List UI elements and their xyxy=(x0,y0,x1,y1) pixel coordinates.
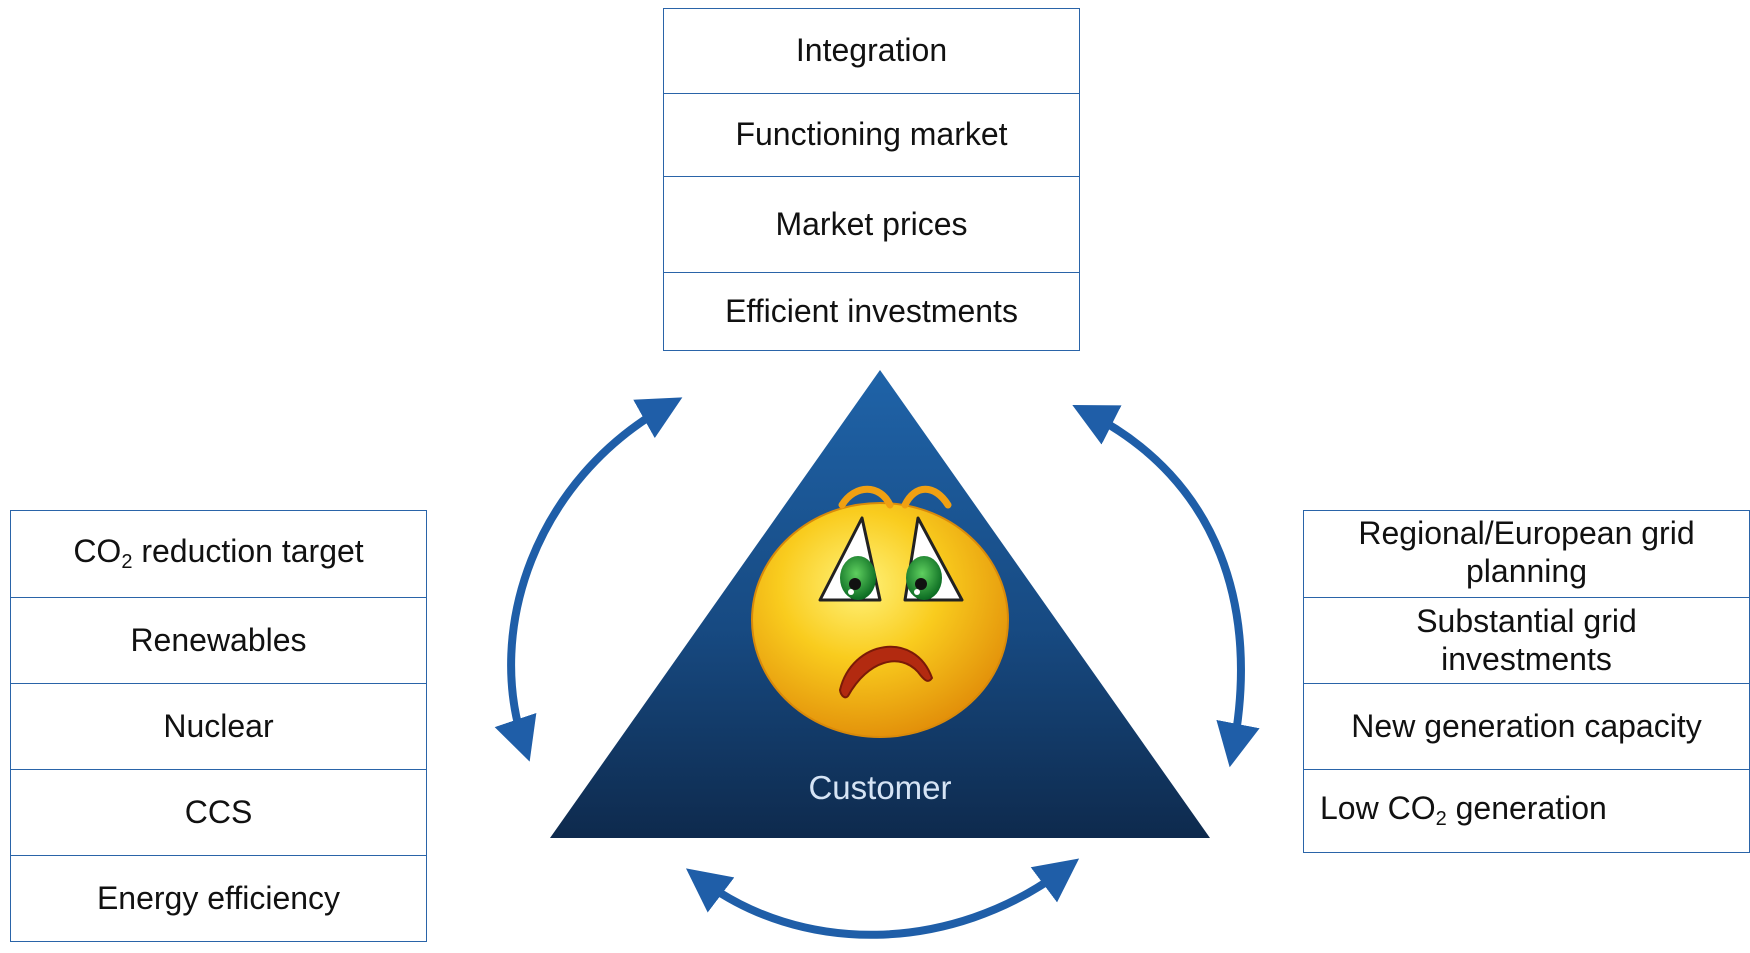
grid-box: Regional/European grid planning Substant… xyxy=(1303,510,1750,853)
box-item: Renewables xyxy=(11,597,426,683)
box-item: Efficient investments xyxy=(664,272,1079,350)
box-item: CO2 reduction target xyxy=(11,511,426,597)
box-item: Energy efficiency xyxy=(11,855,426,941)
item-label: New generation capacity xyxy=(1351,707,1702,744)
box-item: New generation capacity xyxy=(1304,683,1749,769)
item-label: Substantial grid investments xyxy=(1416,602,1637,677)
box-item: Functioning market xyxy=(664,93,1079,176)
arrow-bottom xyxy=(685,858,1080,939)
item-label: CCS xyxy=(184,793,253,830)
customer-label: Customer xyxy=(808,769,951,806)
box-item: Nuclear xyxy=(11,683,426,769)
arrow-top-left xyxy=(494,397,683,762)
item-label: Efficient investments xyxy=(725,292,1018,329)
item-label: Low CO2 generation xyxy=(1320,790,1607,831)
item-label: Energy efficiency xyxy=(96,879,341,916)
market-box: Integration Functioning market Market pr… xyxy=(663,8,1080,351)
arrow-top-right xyxy=(1072,405,1260,768)
item-label: Nuclear xyxy=(163,707,274,744)
item-label: Functioning market xyxy=(735,116,1008,153)
box-item: CCS xyxy=(11,769,426,855)
item-label: Renewables xyxy=(130,621,307,658)
box-item: Market prices xyxy=(664,176,1079,272)
item-label: Regional/European grid planning xyxy=(1358,515,1695,589)
climate-box: CO2 reduction target Renewables Nuclear … xyxy=(10,510,427,942)
box-item: Substantial grid investments xyxy=(1304,597,1749,683)
item-label: Market prices xyxy=(775,205,968,242)
item-label: CO2 reduction target xyxy=(73,533,364,574)
box-item: Low CO2 generation xyxy=(1304,769,1749,852)
item-label: Integration xyxy=(795,32,948,69)
box-item: Integration xyxy=(664,9,1079,93)
worried-face-icon xyxy=(751,485,1009,738)
box-item: Regional/European grid planning xyxy=(1304,511,1749,597)
